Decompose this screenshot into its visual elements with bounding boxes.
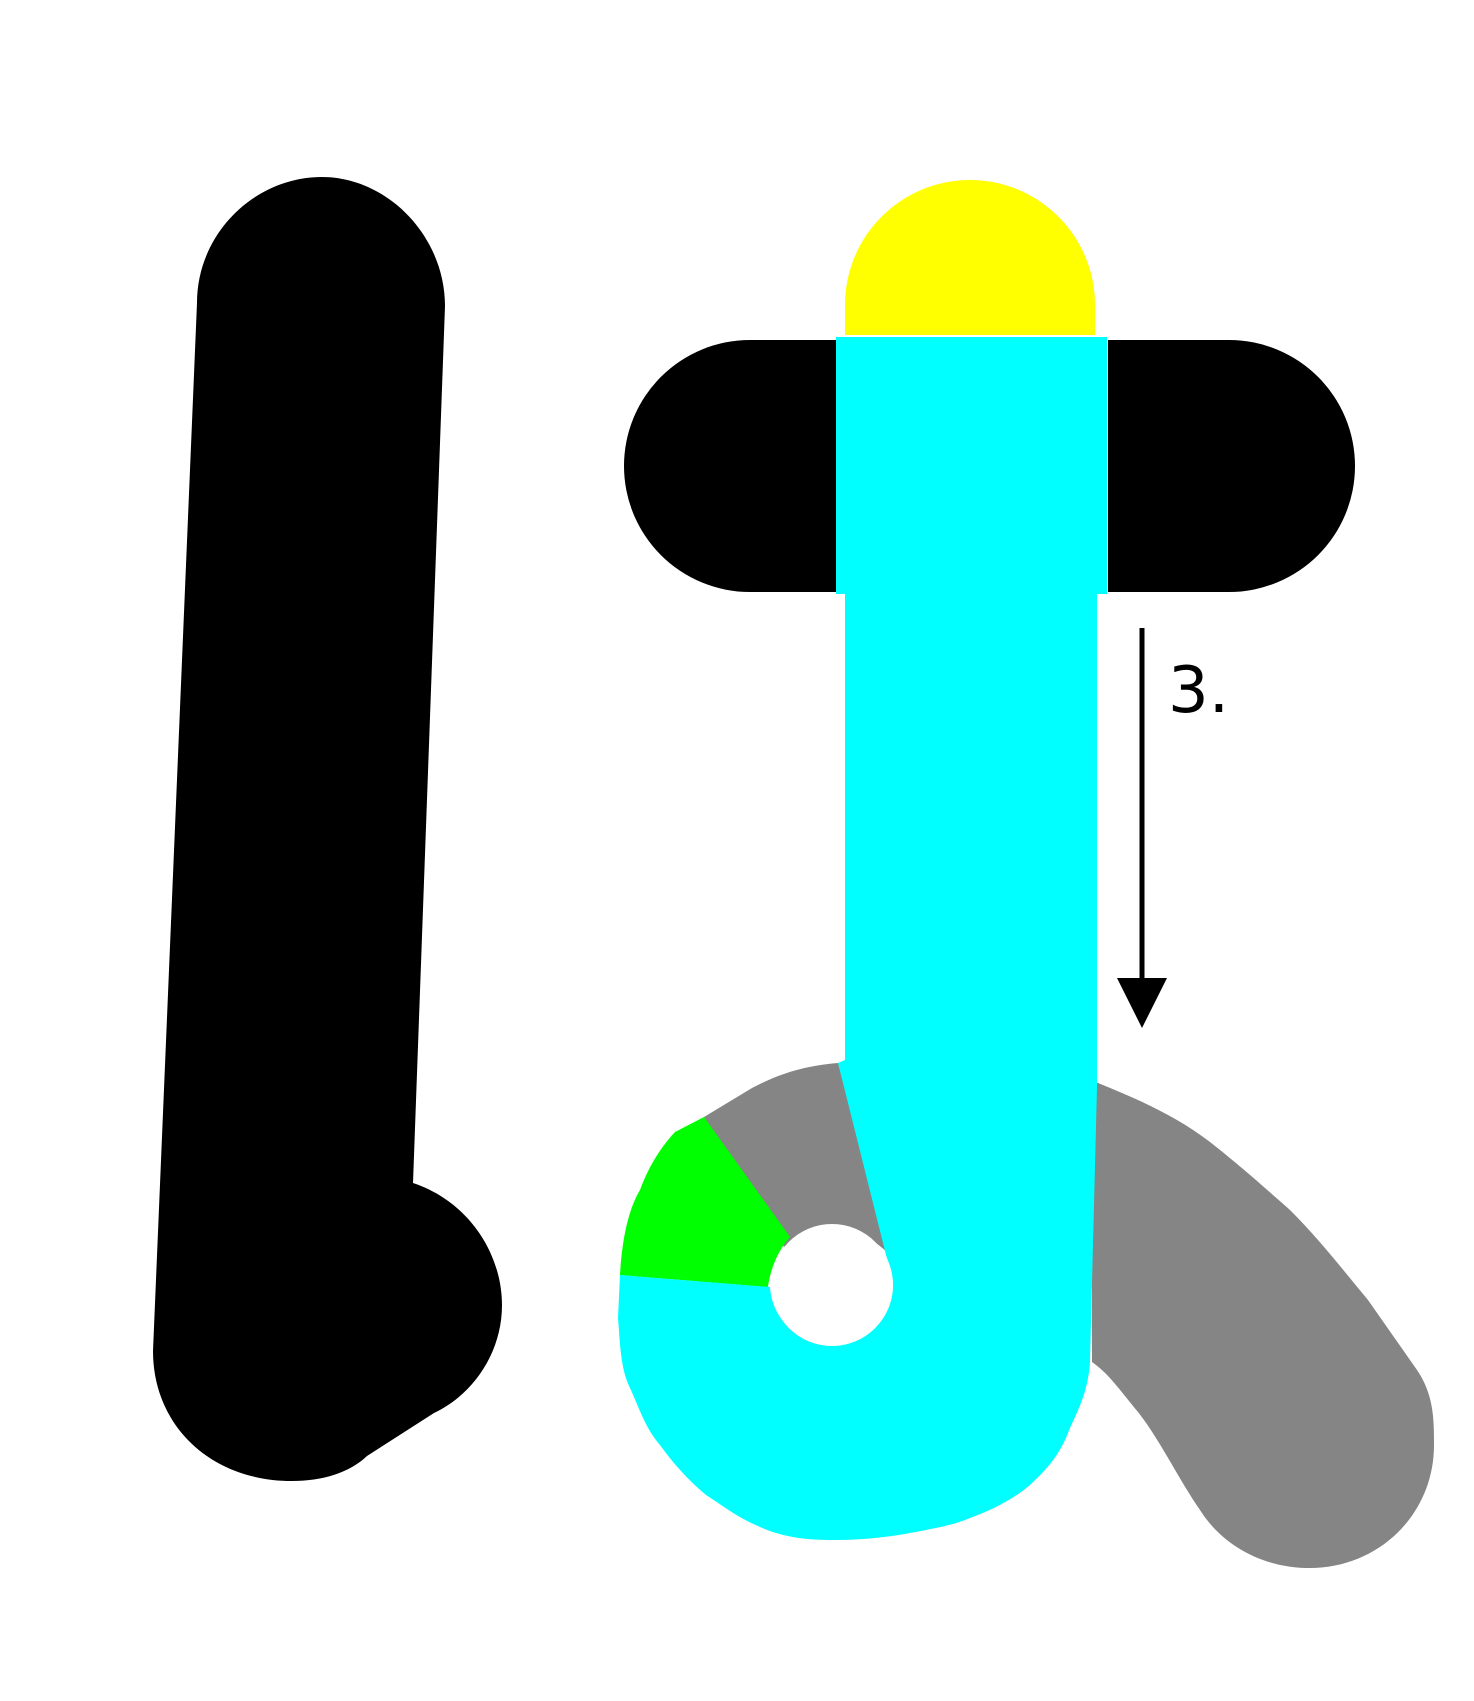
direction-arrow: 3. xyxy=(1117,628,1229,1028)
tail-stroke xyxy=(704,1063,1434,1568)
overlap-highlight xyxy=(620,1117,790,1287)
step-label: 3. xyxy=(1168,654,1229,728)
stroke-start-cap xyxy=(845,180,1095,335)
hook-inner-hole xyxy=(771,1224,893,1346)
previous-stroke xyxy=(153,177,502,1481)
horizontal-bar xyxy=(624,340,1355,592)
arrowhead-icon xyxy=(1117,978,1167,1028)
current-stroke xyxy=(618,337,1107,1540)
